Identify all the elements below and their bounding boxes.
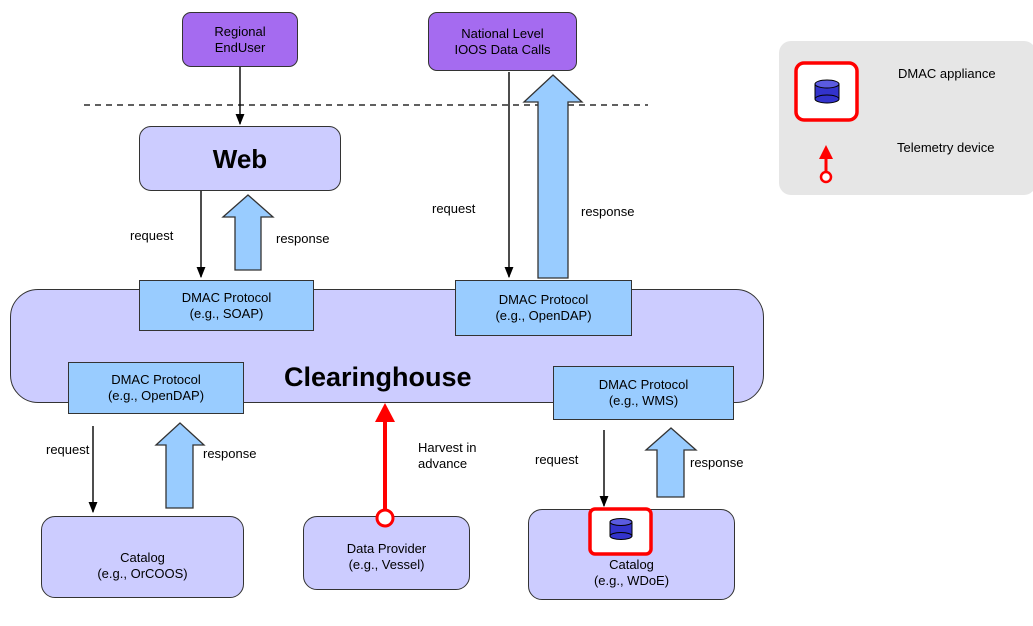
left-request-label: request <box>46 442 90 457</box>
web-response-label: response <box>276 231 330 246</box>
legend-database-icon <box>814 79 840 104</box>
protocol-wms-box: DMAC Protocol (e.g., WMS) <box>553 366 734 420</box>
telemetry-device-icon <box>375 508 395 528</box>
national-level-line2: IOOS Data Calls <box>454 41 551 57</box>
national-level-line1: National Level <box>461 25 544 41</box>
clearinghouse-title: Clearinghouse <box>284 362 472 392</box>
protocol-soap-line2: (e.g., SOAP) <box>189 305 264 321</box>
national-response-arrow <box>522 74 584 279</box>
regional-enduser-node: Regional EndUser <box>182 12 298 67</box>
left-response-arrow <box>154 422 206 509</box>
database-cylinder-icon <box>609 518 633 540</box>
catalog-wdoe-line2: (e.g., WDoE) <box>593 572 670 588</box>
national-request-label: request <box>432 201 476 216</box>
catalog-orcoos-node: Catalog (e.g., OrCOOS) <box>41 516 244 598</box>
protocol-opendap-left-box: DMAC Protocol (e.g., OpenDAP) <box>68 362 244 414</box>
national-response-label: response <box>581 204 635 219</box>
catalog-orcoos-line2: (e.g., OrCOOS) <box>97 566 188 581</box>
left-response-label: response <box>203 446 257 461</box>
harvest-arrow-head <box>375 403 395 422</box>
catalog-orcoos-line1: Catalog <box>120 550 165 565</box>
harvest-label-line2: advance <box>418 456 468 471</box>
protocol-wms-line2: (e.g., WMS) <box>608 393 679 408</box>
right-response-label: response <box>690 455 744 470</box>
protocol-wms-line1: DMAC Protocol <box>598 377 689 392</box>
legend-telemetry-icon <box>819 145 833 184</box>
right-response-arrow <box>644 427 698 498</box>
national-level-node: National Level IOOS Data Calls <box>428 12 577 71</box>
data-provider-line2: (e.g., Vessel) <box>348 557 425 572</box>
protocol-soap-line1: DMAC Protocol <box>181 289 272 305</box>
regional-enduser-line1: Regional <box>214 23 266 39</box>
protocol-soap-box: DMAC Protocol (e.g., SOAP) <box>139 280 314 331</box>
web-response-arrow <box>221 194 275 271</box>
right-request-label: request <box>535 452 579 467</box>
web-request-label: request <box>130 228 174 243</box>
data-provider-line1: Data Provider <box>346 541 427 556</box>
protocol-opendap-top-box: DMAC Protocol (e.g., OpenDAP) <box>455 280 632 336</box>
harvest-label-line1: Harvest in <box>418 440 477 455</box>
protocol-opendap-top-line2: (e.g., OpenDAP) <box>495 308 592 323</box>
protocol-opendap-left-line1: DMAC Protocol <box>111 372 201 387</box>
regional-enduser-line2: EndUser <box>214 39 266 55</box>
catalog-wdoe-line1: Catalog <box>609 556 654 572</box>
legend-telemetry-label: Telemetry device <box>897 140 995 155</box>
protocol-opendap-left-line2: (e.g., OpenDAP) <box>107 388 205 403</box>
web-node: Web <box>139 126 341 191</box>
legend-appliance-label: DMAC appliance <box>898 66 996 81</box>
protocol-opendap-top-line1: DMAC Protocol <box>498 292 589 307</box>
web-label: Web <box>212 143 268 174</box>
data-provider-node: Data Provider (e.g., Vessel) <box>303 516 470 590</box>
